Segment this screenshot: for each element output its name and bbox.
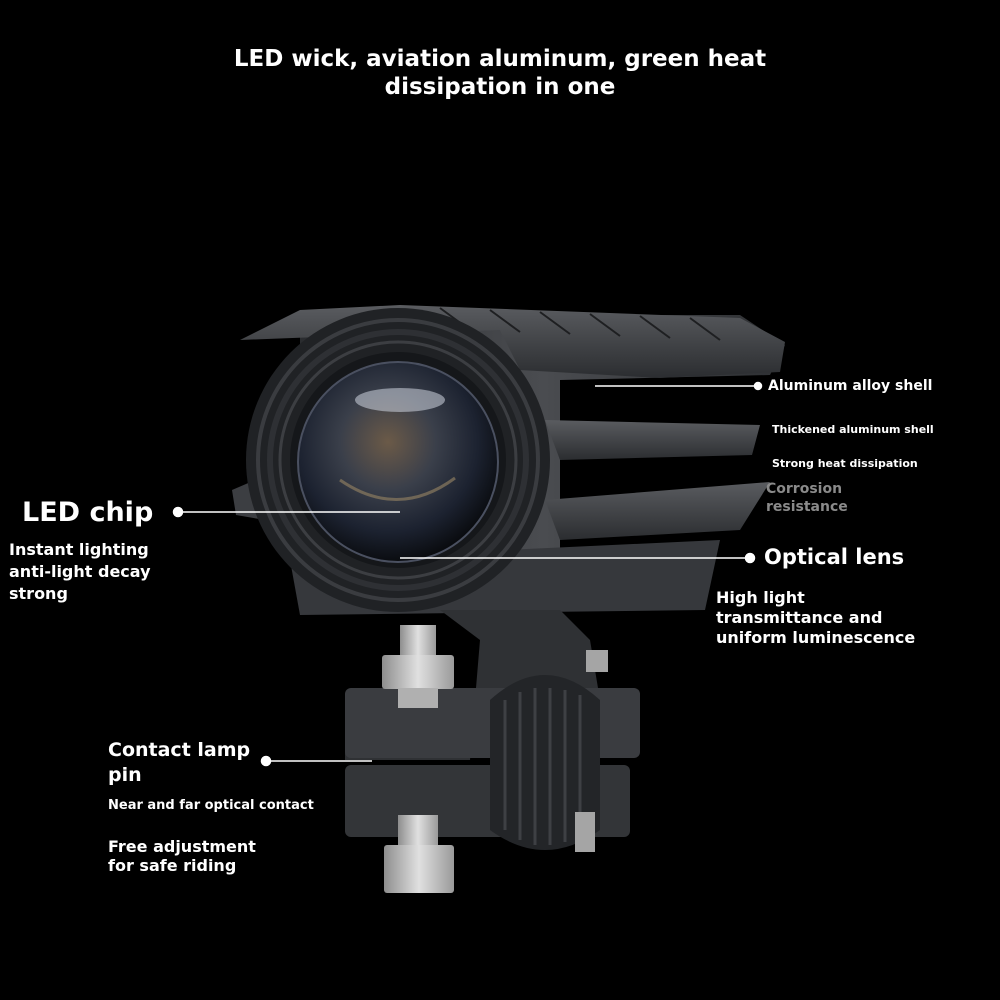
callout-led-chip-label: LED chip [22,497,154,528]
lower-fin [545,482,770,540]
callout-led-chip-desc-2: anti-light decay [9,562,151,581]
middle-fin [545,420,760,460]
callout-aluminum-shell-label: Aluminum alloy shell [768,378,933,394]
callout-optical-lens-desc-1: High light [716,588,805,607]
headline-line-2: dissipation in one [384,74,616,100]
callout-optical-lens-desc-3: uniform luminescence [716,628,916,647]
callout-contact-pin-label-1: Contact lamp [108,739,251,761]
headline-line-1: LED wick, aviation aluminum, green heat [233,46,767,72]
callout-optical-lens-desc-2: transmittance and [716,608,883,627]
callout-optical-lens-label: Optical lens [764,545,905,569]
callout-contact-pin-desc-1: Free adjustment [108,837,256,856]
callout-contact-pin-label-2: pin [108,764,142,786]
callout-aluminum-shell-faded-1: Corrosion [766,481,843,497]
callout-contact-pin-desc-2: for safe riding [108,856,237,875]
mount-bracket [345,610,640,850]
optical-lens [297,361,499,563]
bolt-lower [384,815,454,893]
bolt-rear [575,650,608,852]
leader-lines [172,381,763,767]
callout-aluminum-shell-sub-1: Thickened aluminum shell [772,423,934,436]
bolt-upper [382,625,454,708]
callout-aluminum-shell-faded-2: resistance [766,499,848,515]
callout-led-chip-desc-1: Instant lighting [9,540,149,559]
callout-led-chip-desc-3: strong [9,584,68,603]
callout-contact-pin-sub: Near and far optical contact [108,798,314,813]
callout-aluminum-shell-sub-2: Strong heat dissipation [772,457,918,470]
